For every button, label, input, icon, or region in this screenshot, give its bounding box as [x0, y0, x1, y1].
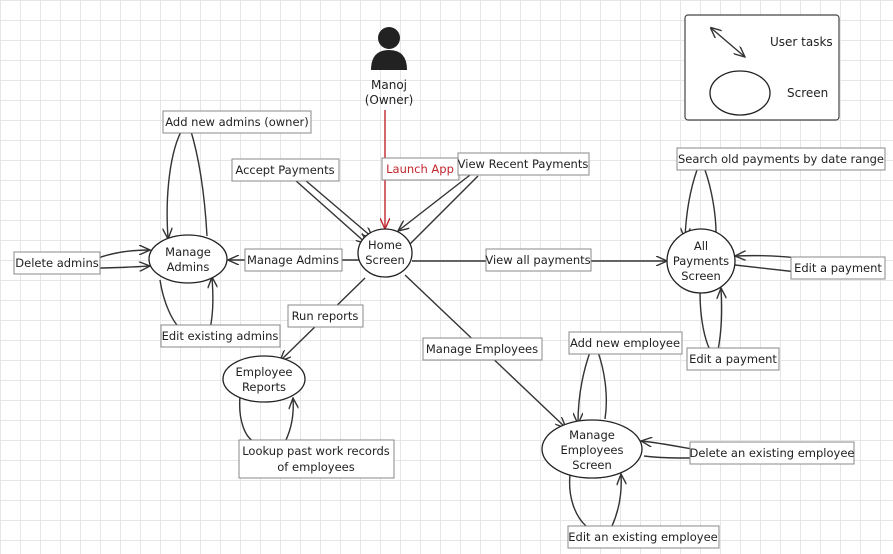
task-run-reports: Run reports — [287, 304, 364, 328]
svg-text:Screen: Screen — [681, 269, 721, 283]
task-view-recent-payments: View Recent Payments — [457, 152, 590, 176]
svg-text:Employees: Employees — [561, 443, 624, 457]
svg-text:Admins: Admins — [167, 260, 210, 274]
svg-text:Launch App: Launch App — [386, 162, 454, 176]
svg-text:Manage Admins: Manage Admins — [247, 253, 339, 267]
svg-text:Delete admins: Delete admins — [15, 256, 98, 270]
svg-text:Add new employee: Add new employee — [570, 336, 680, 350]
task-view-all-payments: View all payments — [485, 248, 592, 272]
svg-text:Accept Payments: Accept Payments — [235, 163, 334, 177]
svg-text:Delete an existing employee: Delete an existing employee — [689, 446, 854, 460]
legend-double-arrow-icon — [711, 28, 745, 57]
task-delete-existing-employee: Delete an existing employee — [689, 441, 855, 465]
task-manage-admins: Manage Admins — [244, 248, 343, 272]
task-add-new-employee: Add new employee — [568, 331, 683, 355]
svg-text:Edit an existing employee: Edit an existing employee — [568, 530, 718, 544]
actor: Manoj (Owner) — [365, 27, 414, 107]
task-edit-existing-admins: Edit existing admins — [160, 324, 281, 348]
svg-text:Lookup past work records: Lookup past work records — [242, 444, 390, 458]
svg-text:Search old payments by date ra: Search old payments by date range — [678, 152, 884, 166]
svg-text:Add new admins (owner): Add new admins (owner) — [165, 115, 309, 129]
task-delete-admins: Delete admins — [13, 251, 101, 275]
task-manage-employees: Manage Employees — [422, 337, 543, 361]
legend-screen-label: Screen — [787, 86, 828, 100]
actor-name: Manoj — [371, 78, 407, 92]
task-lookup-work-records: Lookup past work records of employees — [238, 439, 395, 479]
svg-text:Screen: Screen — [572, 458, 612, 472]
svg-text:Edit a payment: Edit a payment — [794, 261, 882, 275]
svg-text:All: All — [694, 239, 708, 253]
svg-text:Reports: Reports — [242, 380, 286, 394]
home-screen-node: Home Screen — [357, 228, 413, 278]
task-edit-payment-right: Edit a payment — [790, 256, 886, 280]
manage-admins-screen-node: Manage Admins — [148, 234, 228, 284]
task-edit-existing-employee: Edit an existing employee — [567, 525, 720, 549]
svg-text:Manage Employees: Manage Employees — [426, 342, 538, 356]
manage-employees-screen-node: Manage Employees Screen — [541, 419, 643, 479]
svg-text:Home: Home — [368, 238, 402, 252]
svg-text:View all payments: View all payments — [485, 253, 590, 267]
svg-text:Payments: Payments — [673, 254, 729, 268]
legend-user-tasks-label: User tasks — [770, 35, 833, 49]
task-add-new-admins: Add new admins (owner) — [162, 110, 312, 134]
svg-text:Manage: Manage — [569, 428, 615, 442]
svg-text:Screen: Screen — [365, 253, 405, 267]
task-edit-payment-bottom: Edit a payment — [686, 347, 780, 371]
legend-ellipse-icon — [709, 70, 771, 116]
svg-text:of employees: of employees — [277, 460, 355, 474]
all-payments-screen-node: All Payments Screen — [666, 228, 736, 294]
legend: User tasks Screen — [684, 14, 840, 121]
task-accept-payments: Accept Payments — [231, 158, 340, 182]
svg-text:Run reports: Run reports — [292, 309, 359, 323]
svg-text:View Recent Payments: View Recent Payments — [458, 157, 589, 171]
svg-text:Edit existing admins: Edit existing admins — [162, 329, 279, 343]
task-launch-app: Launch App — [381, 157, 460, 181]
actor-role: (Owner) — [365, 93, 414, 107]
svg-text:Edit a payment: Edit a payment — [689, 352, 777, 366]
employee-reports-screen-node: Employee Reports — [222, 355, 306, 403]
person-icon — [371, 27, 407, 70]
task-search-old-payments: Search old payments by date range — [676, 147, 886, 171]
svg-text:Manage: Manage — [165, 245, 211, 259]
svg-text:Employee: Employee — [236, 365, 293, 379]
